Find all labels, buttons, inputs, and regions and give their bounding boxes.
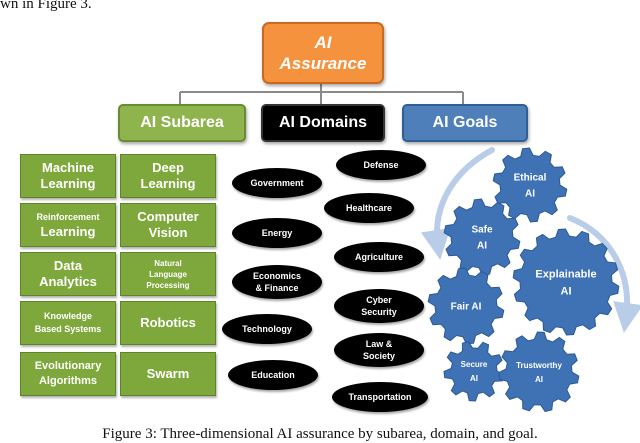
domain-agriculture: Agriculture bbox=[334, 242, 424, 272]
subarea-swarm: Swarm bbox=[120, 352, 216, 396]
subarea-evolutionary-algorithms: Evolutionary Algorithms bbox=[20, 352, 116, 396]
subarea-line: Vision bbox=[148, 225, 188, 240]
domain-line: Cyber bbox=[366, 295, 392, 305]
subarea-machine-learning: Machine Learning bbox=[20, 154, 116, 198]
subarea-reinforcement-learning: Reinforcement Learning bbox=[20, 203, 116, 247]
subarea-line: Processing bbox=[146, 280, 190, 290]
gear-label: AI bbox=[535, 375, 543, 384]
figure-caption: Figure 3: Three-dimensional AI assurance… bbox=[102, 426, 538, 442]
gear-label: Safe bbox=[471, 225, 493, 236]
root-line-2: Assurance bbox=[279, 54, 367, 73]
domain-government: Government bbox=[232, 168, 322, 198]
gear-shape bbox=[427, 267, 505, 345]
gear-shape bbox=[498, 331, 580, 413]
domain-cyber-security: Cyber Security bbox=[334, 289, 424, 323]
subarea-line: Computer bbox=[137, 209, 199, 224]
subarea-line: Learning bbox=[140, 176, 196, 191]
gear-shape bbox=[512, 228, 620, 336]
subarea-line: Natural bbox=[154, 258, 182, 268]
domain-line: Education bbox=[251, 370, 295, 380]
subarea-line: Data bbox=[53, 258, 83, 273]
gear-label: Secure bbox=[461, 360, 488, 369]
domain-energy: Energy bbox=[232, 218, 322, 248]
subarea-line: Analytics bbox=[39, 274, 97, 289]
ai-assurance-node: AI Assurance bbox=[262, 22, 384, 84]
subarea-line: Algorithms bbox=[38, 375, 98, 387]
gear-label: Trustworthy bbox=[516, 361, 562, 370]
gear-label: AI bbox=[477, 241, 487, 252]
gear-label: Fair AI bbox=[451, 302, 482, 313]
gear-label: Ethical bbox=[514, 173, 547, 184]
root-line-1: AI bbox=[314, 33, 332, 52]
subarea-line: Knowledge bbox=[43, 311, 92, 321]
domain-line: Law & bbox=[365, 339, 393, 349]
domain-law-society: Law & Society bbox=[334, 333, 424, 367]
domain-education: Education bbox=[228, 360, 318, 390]
subarea-computer-vision: Computer Vision bbox=[120, 203, 216, 247]
domain-transportation: Transportation bbox=[332, 382, 428, 412]
domain-line: Security bbox=[361, 307, 397, 317]
goal-gear-fair-ai: Fair AI bbox=[427, 267, 505, 345]
gear-shape bbox=[443, 340, 505, 402]
subarea-line: Based Systems bbox=[34, 324, 102, 334]
subarea-line: Deep bbox=[152, 160, 184, 175]
intro-text: wn in Figure 3. bbox=[0, 0, 92, 12]
domain-line: Healthcare bbox=[345, 203, 393, 213]
domain-line: Economics bbox=[252, 271, 301, 281]
cycle-arrows bbox=[420, 147, 640, 333]
cycle-arrow-left bbox=[420, 147, 495, 260]
cycle-arrow-right bbox=[567, 215, 640, 333]
domain-line: Agriculture bbox=[354, 252, 403, 262]
subarea-line: Reinforcement bbox=[36, 211, 100, 222]
gear-label: Explainable bbox=[535, 268, 596, 280]
subarea-line: Learning bbox=[40, 223, 96, 239]
subarea-line: Swarm bbox=[146, 366, 190, 381]
subarea-line: Learning bbox=[40, 176, 96, 191]
gear-label: AI bbox=[470, 374, 478, 383]
domain-line: Technology bbox=[242, 324, 292, 334]
domain-line: Defense bbox=[363, 160, 399, 170]
subarea-knowledge-based-systems: Knowledge Based Systems bbox=[20, 301, 116, 345]
domain-defense: Defense bbox=[336, 150, 426, 180]
subarea-line: Robotics bbox=[140, 315, 196, 330]
domain-economics-finance: Economics & Finance bbox=[232, 265, 322, 299]
domain-line: Energy bbox=[261, 228, 293, 238]
subarea-line: Language bbox=[149, 269, 187, 279]
gear-shape bbox=[492, 147, 568, 223]
domain-line: Transportation bbox=[348, 392, 412, 402]
domain-line: Society bbox=[362, 351, 395, 361]
subarea-line: Evolutionary bbox=[34, 360, 102, 372]
gear-label: AI bbox=[561, 285, 572, 297]
ai-domains-header: AI Domains bbox=[261, 104, 385, 142]
domain-healthcare: Healthcare bbox=[324, 193, 414, 223]
domain-line: & Finance bbox=[255, 283, 299, 293]
ai-goals-header: AI Goals bbox=[402, 104, 528, 142]
ai-subarea-header: AI Subarea bbox=[118, 104, 246, 142]
gear-label: AI bbox=[525, 189, 535, 200]
subarea-line: Machine bbox=[41, 160, 94, 175]
gear-shape bbox=[443, 198, 521, 276]
domain-line: Government bbox=[250, 178, 304, 188]
domain-technology: Technology bbox=[222, 314, 312, 344]
subarea-robotics: Robotics bbox=[120, 301, 216, 345]
subarea-data-analytics: Data Analytics bbox=[20, 252, 116, 296]
subarea-deep-learning: Deep Learning bbox=[120, 154, 216, 198]
subarea-natural-language-processing: Natural Language Processing bbox=[120, 252, 216, 296]
